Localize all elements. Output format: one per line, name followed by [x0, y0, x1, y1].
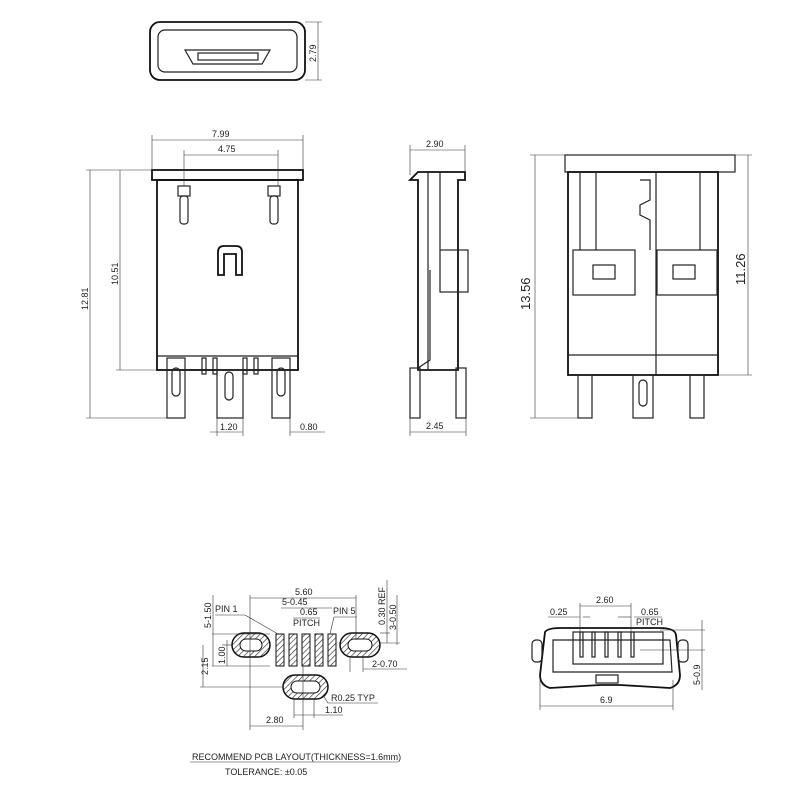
dim-body-height: 10.51 — [110, 262, 120, 285]
dim-side-width: 2.90 — [426, 139, 444, 149]
front-view: 7.99 4.75 12.81 10.51 1.20 0.80 — [80, 129, 325, 436]
dim-tab-spacing: 4.75 — [218, 144, 236, 154]
top-view: 2.79 — [149, 21, 322, 81]
pcb-pad-gap: 1.00 — [217, 646, 227, 664]
pcb-hole-width: 3-0.50 — [388, 604, 398, 630]
pcb-pad-length: 5-1.50 — [203, 602, 213, 628]
pcb-note: RECOMMEND PCB LAYOUT(THICKNESS=1.6mm) — [192, 752, 401, 762]
pcb-width: 5.60 — [295, 587, 313, 597]
pcb-pitch: 0.65 — [300, 607, 318, 617]
dim-leg-span: 2.45 — [426, 421, 444, 431]
dim-top-height: 2.79 — [308, 44, 318, 62]
end-view: 2.60 0.25 0.65 PITCH 5-0.9 6.9 — [531, 595, 705, 710]
pcb-pad-width: 5-0.45 — [282, 597, 308, 607]
pcb-half-width: 2.80 — [266, 715, 284, 725]
end-width: 6.9 — [600, 695, 613, 705]
pcb-ref: 0.30 REF — [377, 586, 387, 625]
pcb-tolerance: TOLERANCE: ±0.05 — [225, 767, 307, 777]
end-pin-height: 5-0.9 — [692, 664, 702, 685]
pcb-radius: R0.25 TYP — [331, 693, 375, 703]
dim-leg-width: 1.20 — [220, 422, 238, 432]
end-pin-width: 0.25 — [550, 607, 568, 617]
pcb-pin5-label: PIN 5 — [333, 606, 356, 616]
pcb-bottom-slot: 1.10 — [325, 705, 343, 715]
side-view: 2.90 2.45 — [407, 139, 469, 436]
end-pitch: 0.65 — [641, 607, 659, 617]
dim-rear-total-height: 13.56 — [518, 277, 533, 310]
end-span: 2.60 — [596, 595, 614, 605]
pcb-pitch-label: PITCH — [293, 618, 320, 628]
dim-width: 7.99 — [212, 129, 230, 139]
pcb-slot-width: 2-0.70 — [372, 659, 398, 669]
end-pitch-label: PITCH — [636, 617, 663, 627]
pcb-pin1-label: PIN 1 — [215, 604, 238, 614]
dim-rear-body-height: 11.26 — [733, 253, 748, 285]
dim-pin-width: 0.80 — [300, 422, 318, 432]
pcb-hole-offset: 2.15 — [200, 657, 210, 675]
dim-total-height: 12.81 — [80, 287, 90, 310]
rear-view: 13.56 11.26 — [518, 154, 752, 419]
pcb-layout: 5.60 5-0.45 0.65 PITCH PIN 1 PIN 5 5-1.5… — [190, 580, 407, 777]
